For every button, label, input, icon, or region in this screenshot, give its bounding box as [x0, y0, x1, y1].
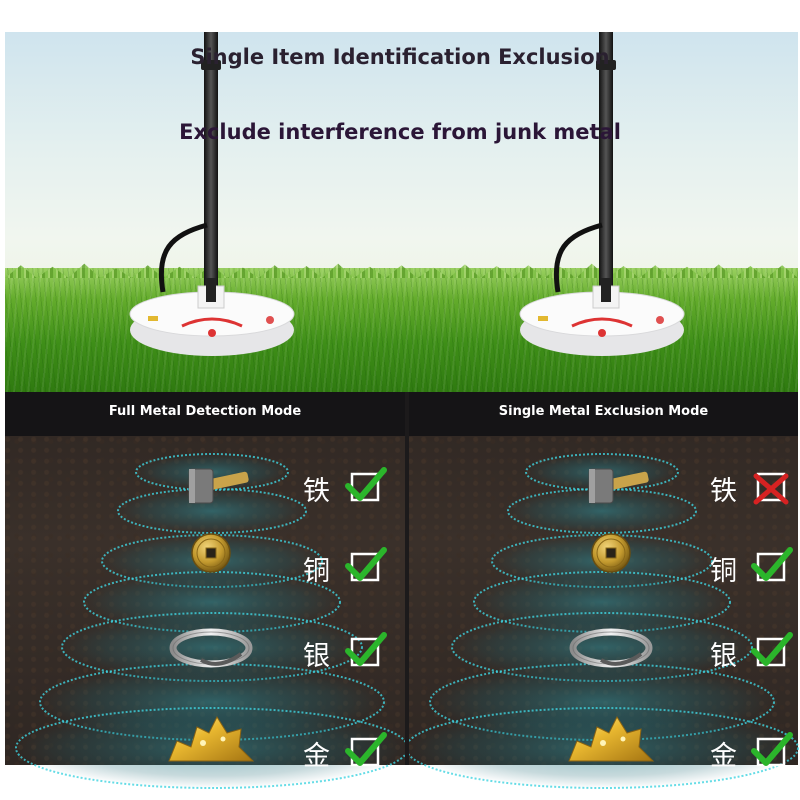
detected-mark [751, 547, 793, 582]
coil-badge [266, 316, 274, 324]
field-ring [61, 612, 363, 682]
hammer-icon [588, 468, 649, 504]
detector-cable [158, 222, 208, 293]
field-glow [508, 489, 696, 533]
detected-mark [751, 732, 793, 767]
gold-nugget-icon [568, 715, 655, 762]
coil-logo [571, 317, 633, 328]
coil-joint [601, 278, 611, 302]
detected-mark [345, 547, 387, 582]
check-icon [751, 632, 793, 666]
mode-label-exclusion: Single Metal Exclusion Mode [409, 392, 798, 436]
metal-detector [129, 32, 295, 356]
mode-label-full: Full Metal Detection Mode [5, 392, 405, 436]
coil-logo-dot [598, 329, 606, 337]
panel-divider [405, 392, 409, 765]
cross-icon [753, 473, 789, 505]
check-icon [345, 632, 387, 666]
metal-name-label: 银 [303, 641, 330, 672]
field-glow [62, 613, 362, 681]
metal-name-label: 银 [710, 641, 737, 672]
metal-name-label: 铜 [303, 556, 330, 587]
field-ring [451, 612, 753, 682]
detector-pole [204, 32, 218, 292]
pole-clamp [596, 60, 616, 70]
field-ring [117, 488, 307, 534]
gold-nugget-icon [168, 715, 255, 762]
check-icon [345, 732, 387, 766]
checkbox-icon [756, 472, 786, 502]
detected-mark [345, 467, 387, 502]
page-subtitle: Exclude interference from junk metal [179, 120, 621, 144]
coil-sticker [538, 316, 548, 321]
sky-background [5, 32, 798, 290]
metal-detector [519, 32, 685, 356]
metal-name-label: 金 [303, 741, 330, 772]
coin-icon [191, 533, 231, 573]
field-glow [118, 489, 306, 533]
detector-pole [599, 32, 613, 292]
ring-icon [169, 628, 253, 668]
detected-mark [345, 632, 387, 667]
coil-logo [181, 317, 243, 328]
detection-field [405, 453, 799, 789]
metal-name-label: 铁 [710, 476, 737, 507]
detector-cable [553, 222, 603, 293]
hammer-icon [188, 468, 249, 504]
detected-mark [345, 732, 387, 767]
metal-name-label: 铁 [303, 476, 330, 507]
field-ring [39, 663, 385, 741]
field-ring [507, 488, 697, 534]
excluded-mark [753, 472, 789, 505]
page-title: Single Item Identification Exclusion [190, 45, 610, 69]
metal-name-label: 金 [710, 741, 737, 772]
check-icon [751, 547, 793, 581]
check-icon [345, 467, 387, 501]
coil-joint [206, 278, 216, 302]
detected-mark [751, 632, 793, 667]
metal-name-label: 铜 [710, 556, 737, 587]
coil-logo-dot [208, 329, 216, 337]
coil-sticker [148, 316, 158, 321]
coil-badge [656, 316, 664, 324]
pole-clamp [201, 60, 221, 70]
check-icon [345, 547, 387, 581]
coin-icon [591, 533, 631, 573]
ring-icon [569, 628, 653, 668]
check-icon [751, 732, 793, 766]
field-glow [452, 613, 752, 681]
field-ring [429, 663, 775, 741]
